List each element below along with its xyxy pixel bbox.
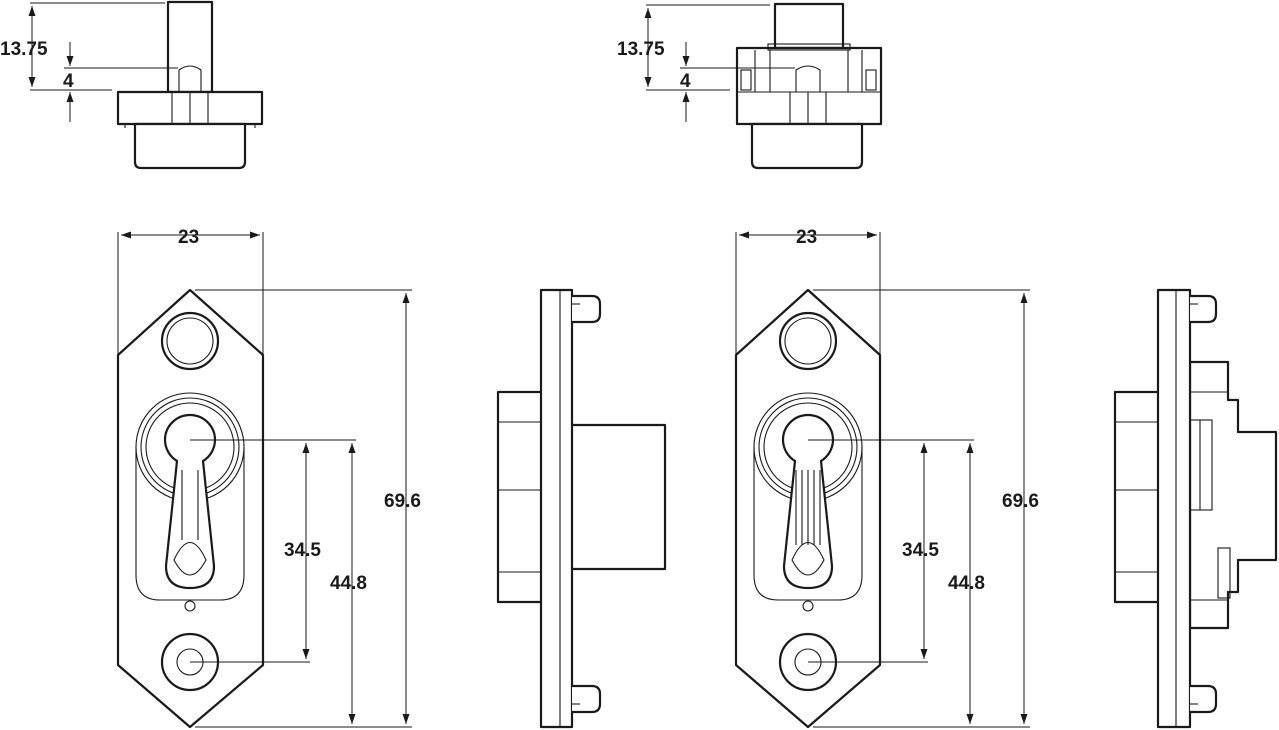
left-height-label: 69.6 bbox=[384, 491, 421, 512]
right-width-label: 23 bbox=[796, 227, 817, 248]
left-width-label: 23 bbox=[178, 227, 199, 248]
right-top-height-label: 13.75 bbox=[617, 39, 665, 60]
left-top-height-label: 13.75 bbox=[0, 39, 48, 60]
left-front-view bbox=[116, 231, 412, 729]
left-keyway-center-label: 34.5 bbox=[284, 540, 321, 561]
right-top-pin-label: 4 bbox=[680, 71, 691, 92]
left-top-pin-label: 4 bbox=[63, 71, 74, 92]
left-top-view bbox=[28, 0, 264, 170]
right-side-view bbox=[1113, 288, 1278, 729]
left-keyway-length-label: 44.8 bbox=[330, 573, 367, 594]
right-keyway-length-label: 44.8 bbox=[948, 573, 985, 594]
left-side-view bbox=[496, 288, 667, 729]
right-height-label: 69.6 bbox=[1002, 491, 1039, 512]
right-keyway-center-label: 34.5 bbox=[902, 540, 939, 561]
right-top-view bbox=[644, 2, 883, 170]
right-front-view bbox=[734, 231, 1030, 729]
